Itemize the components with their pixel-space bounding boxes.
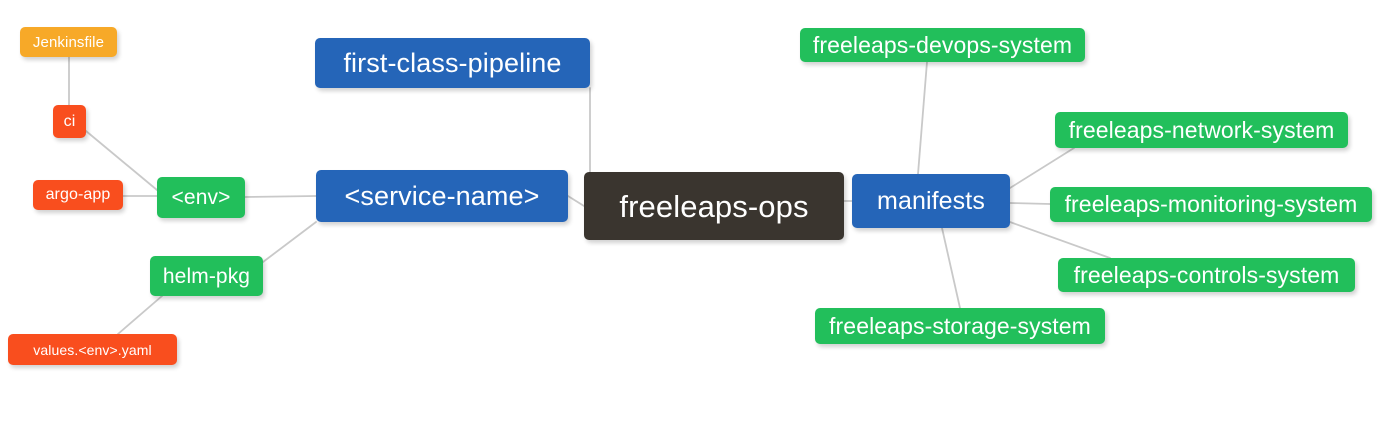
node-monitoring[interactable]: freeleaps-monitoring-system	[1050, 187, 1372, 222]
node-label-root: freeleaps-ops	[619, 188, 809, 224]
node-label-network: freeleaps-network-system	[1068, 116, 1335, 143]
edge-manifests-to-network	[1009, 147, 1075, 189]
node-label-ci: ci	[63, 112, 76, 130]
edge-manifests-to-monitoring	[1009, 202, 1051, 205]
node-label-values: values.<env>.yaml	[33, 341, 152, 358]
node-pipeline[interactable]: first-class-pipeline	[315, 38, 590, 88]
edge-service-to-env	[244, 195, 317, 198]
node-ci[interactable]: ci	[53, 105, 86, 138]
edge-manifests-to-storage	[941, 227, 961, 309]
edge-manifests-to-devops	[917, 61, 928, 175]
node-helm[interactable]: helm-pkg	[150, 256, 263, 296]
node-label-devops: freeleaps-devops-system	[812, 31, 1073, 58]
node-label-service: <service-name>	[344, 180, 540, 211]
node-values[interactable]: values.<env>.yaml	[8, 334, 177, 365]
node-manifests[interactable]: manifests	[852, 174, 1010, 228]
node-controls[interactable]: freeleaps-controls-system	[1058, 258, 1355, 292]
node-service[interactable]: <service-name>	[316, 170, 568, 222]
edge-root-to-service	[567, 195, 585, 207]
edge-service-to-helm	[262, 221, 317, 263]
node-label-jenkinsfile: Jenkinsfile	[32, 33, 105, 51]
edge-manifests-to-controls	[1009, 221, 1111, 259]
node-label-env: <env>	[171, 186, 231, 209]
node-label-controls: freeleaps-controls-system	[1073, 261, 1340, 288]
node-storage[interactable]: freeleaps-storage-system	[815, 308, 1105, 344]
node-devops[interactable]: freeleaps-devops-system	[800, 28, 1085, 62]
node-network[interactable]: freeleaps-network-system	[1055, 112, 1348, 148]
node-label-helm: helm-pkg	[162, 264, 251, 288]
node-label-argo: argo-app	[45, 186, 111, 203]
node-root[interactable]: freeleaps-ops	[584, 172, 844, 240]
edge-helm-to-values	[117, 295, 163, 335]
node-jenkinsfile[interactable]: Jenkinsfile	[20, 27, 117, 57]
node-label-manifests: manifests	[877, 186, 985, 215]
node-label-storage: freeleaps-storage-system	[829, 312, 1091, 339]
node-label-pipeline: first-class-pipeline	[343, 47, 562, 78]
node-env[interactable]: <env>	[157, 177, 245, 218]
node-argo[interactable]: argo-app	[33, 180, 123, 210]
node-label-monitoring: freeleaps-monitoring-system	[1064, 191, 1358, 217]
